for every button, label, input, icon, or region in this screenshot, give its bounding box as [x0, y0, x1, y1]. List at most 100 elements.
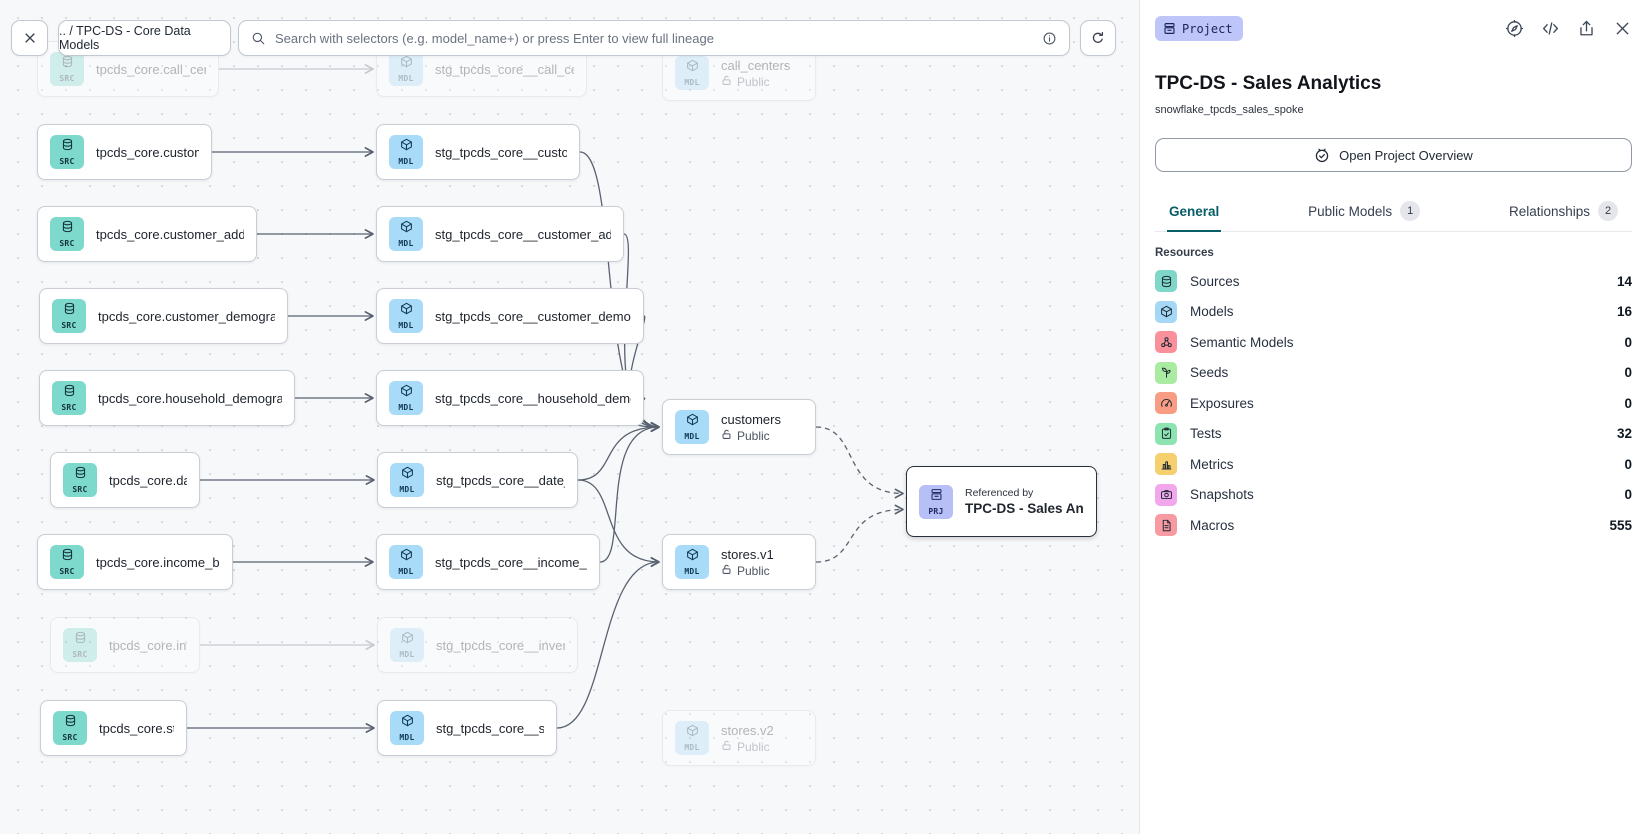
detail-panel: Project TPC-DS - Sales Analytics sno [1139, 0, 1648, 834]
resource-count: 0 [1624, 395, 1632, 411]
refresh-button[interactable] [1080, 20, 1116, 56]
open-project-overview-button[interactable]: Open Project Overview [1155, 138, 1632, 172]
node-labels: stg_tpcds_core__household_demogr… [435, 391, 631, 406]
node-type-label: SRC [62, 733, 78, 742]
cube-icon [686, 413, 699, 431]
node-name: stg_tpcds_core__income_band [435, 554, 587, 570]
node-type-label: MDL [398, 321, 414, 330]
src-node-badge: SRC [50, 52, 84, 86]
search-icon [252, 32, 265, 44]
resource-count: 32 [1616, 426, 1632, 441]
info-icon[interactable] [1042, 31, 1057, 46]
close-panel-icon[interactable] [1612, 19, 1632, 39]
database-icon [63, 302, 76, 320]
node-type-label: SRC [59, 157, 75, 166]
node-name: stores.v2 [721, 722, 774, 738]
database-icon [61, 220, 74, 238]
resource-row-seeds[interactable]: Seeds 0 [1155, 361, 1632, 384]
tab-general[interactable]: General [1167, 197, 1222, 232]
resource-row-tests[interactable]: Tests 32 [1155, 422, 1632, 445]
code-icon[interactable] [1540, 19, 1560, 39]
lock-open-icon [721, 564, 732, 578]
database-icon [64, 714, 77, 732]
project-overview-icon [1315, 148, 1329, 163]
node-type-label: SRC [59, 74, 75, 83]
macro-icon [1155, 514, 1177, 536]
node-type-label: MDL [398, 567, 414, 576]
mdl-node-badge: MDL [389, 545, 423, 579]
lineage-node-mdl_household_demographics[interactable]: MDLstg_tpcds_core__household_demogr… [376, 370, 644, 426]
database-icon [1155, 270, 1177, 292]
search-input[interactable] [275, 30, 1033, 46]
mdl-node-badge: MDL [389, 135, 423, 169]
node-labels: tpcds_core.call_center [96, 62, 206, 77]
node-type-label: MDL [398, 74, 414, 83]
lineage-node-mdl_customer_demographics[interactable]: MDL stg_tpcds_core__customer_demogra… [376, 288, 644, 344]
node-type-label: MDL [398, 239, 414, 248]
resource-label: Tests [1190, 426, 1222, 441]
lineage-node-mdl_customer_address[interactable]: MDL stg_tpcds_core__customer_address [376, 206, 624, 262]
cube-icon [401, 631, 414, 649]
lineage-edge [577, 479, 660, 567]
lineage-canvas[interactable]: SRCtpcds_core.call_centerMDLstg_tpcds_co… [0, 0, 1139, 834]
project-technical-name: snowflake_tpcds_sales_spoke [1155, 104, 1304, 116]
node-labels: tpcds_core.income_band [96, 555, 220, 570]
close-lineage-button[interactable] [11, 20, 48, 56]
mdl-node-badge: MDL [390, 463, 424, 497]
explore-compass-icon[interactable] [1504, 19, 1524, 39]
node-labels: stg_tpcds_core__customer_address [435, 227, 611, 242]
resource-label: Semantic Models [1190, 334, 1294, 350]
search-bar[interactable] [238, 20, 1070, 56]
database-icon [63, 384, 76, 402]
share-icon[interactable] [1576, 19, 1596, 39]
node-name: stg_tpcds_core__store [436, 720, 544, 736]
resource-count: 0 [1624, 365, 1632, 380]
lineage-node-mdl_store[interactable]: MDL stg_tpcds_core__store [377, 700, 557, 756]
project-icon [1164, 23, 1175, 34]
node-labels: tpcds_core.date_dim [109, 473, 187, 488]
node-labels: stg_tpcds_core__inventory [436, 638, 565, 653]
lineage-node-mdl_income_band[interactable]: MDL stg_tpcds_core__income_band [376, 534, 600, 590]
node-labels: stg_tpcds_core__customer_demogra… [435, 309, 631, 324]
cube-icon [400, 220, 413, 238]
cube-icon [400, 138, 413, 156]
panel-header: Project [1155, 16, 1632, 41]
resource-count: 0 [1624, 487, 1632, 502]
resource-count: 0 [1624, 456, 1632, 472]
test-icon [1155, 422, 1177, 445]
mdl-node-badge: MDL [675, 56, 709, 90]
resource-label: Seeds [1190, 365, 1229, 380]
prj-node-badge: PRJ [919, 484, 953, 519]
node-name: stg_tpcds_core__household_demogr… [435, 390, 631, 406]
mdl-node-badge: MDL [389, 217, 423, 251]
breadcrumb[interactable]: .. / TPC-DS - Core Data Models [58, 20, 231, 56]
node-type-label: MDL [399, 733, 415, 742]
node-type-label: MDL [398, 157, 414, 166]
